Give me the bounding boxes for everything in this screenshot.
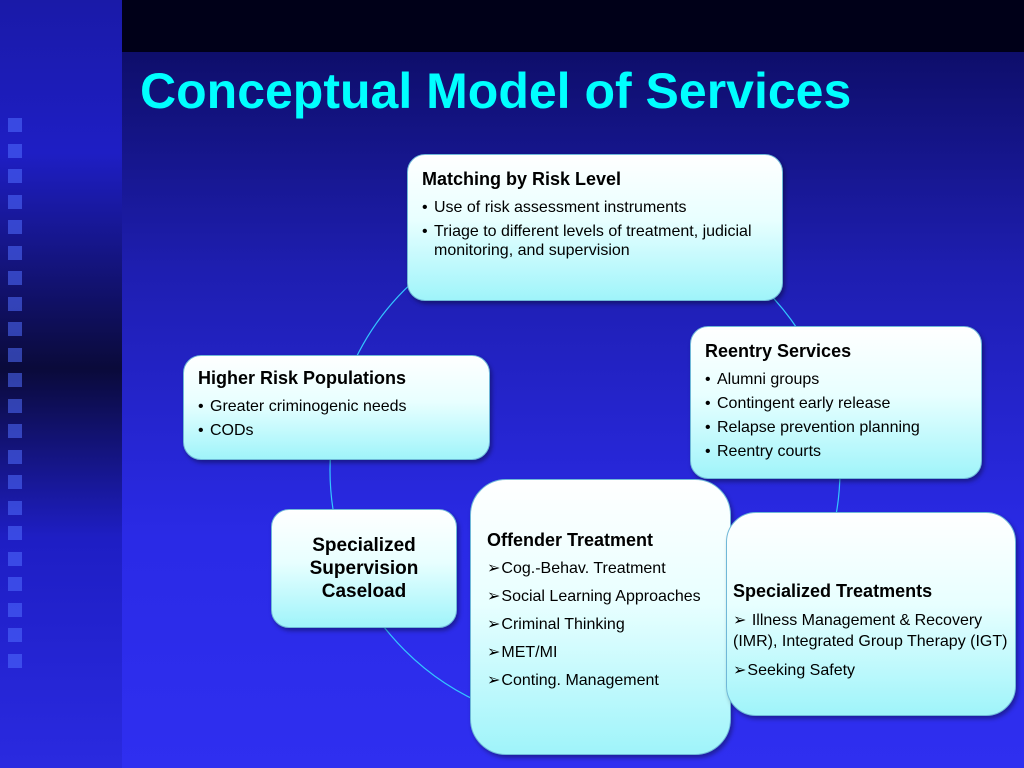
list-item: ➢Conting. Management	[487, 672, 659, 689]
arrow-bullet-icon: ➢	[487, 616, 501, 633]
box-heading: Reentry Services	[705, 341, 852, 361]
box-heading: Offender Treatment	[487, 530, 654, 550]
box-offender-treatment: Offender Treatment ➢Cog.-Behav. Treatmen…	[470, 479, 731, 755]
box-specialized-treatments: Specialized Treatments ➢ Illness Managem…	[726, 512, 1016, 716]
arrow-bullet-icon: ➢	[487, 672, 501, 689]
arrow-bullet-icon: ➢	[733, 662, 747, 679]
list-item: ➢Cog.-Behav. Treatment	[487, 560, 666, 577]
slide-title: Conceptual Model of Services	[140, 63, 852, 119]
list-item: Reentry courts	[705, 442, 967, 461]
arrow-bullet-icon: ➢	[487, 644, 501, 661]
left-decorative-strip	[0, 0, 122, 768]
list-item: CODs	[198, 421, 475, 440]
decorative-squares	[8, 118, 26, 679]
box-heading: Specialized Treatments	[733, 581, 933, 601]
arrow-bullet-icon: ➢	[733, 612, 747, 629]
box-heading: Matching by Risk Level	[422, 169, 622, 189]
arrow-bullet-icon: ➢	[487, 560, 501, 577]
box-heading: Higher Risk Populations	[198, 368, 407, 388]
list-item: ➢Criminal Thinking	[487, 616, 625, 633]
list-item: Use of risk assessment instruments	[422, 198, 768, 217]
list-item: Alumni groups	[705, 370, 967, 389]
list-item: Greater criminogenic needs	[198, 397, 475, 416]
list-item: ➢MET/MI	[487, 644, 558, 661]
list-item: ➢Social Learning Approaches	[487, 588, 701, 605]
list-item: Relapse prevention planning	[705, 418, 967, 437]
box-heading: Specialized Supervision Caseload	[309, 535, 419, 602]
box-higher-risk-populations: Higher Risk Populations Greater criminog…	[183, 355, 490, 460]
box-specialized-supervision-caseload: Specialized Supervision Caseload	[271, 509, 457, 628]
arrow-bullet-icon: ➢	[487, 588, 501, 605]
list-item: Triage to different levels of treatment,…	[422, 222, 768, 260]
list-item: ➢Seeking Safety	[733, 662, 856, 679]
list-item: Contingent early release	[705, 394, 967, 413]
box-reentry-services: Reentry Services Alumni groups Contingen…	[690, 326, 982, 479]
list-item: ➢ Illness Management & Recovery (IMR), I…	[733, 612, 1008, 650]
top-bar	[122, 0, 1024, 52]
box-matching-by-risk-level: Matching by Risk Level Use of risk asses…	[407, 154, 783, 301]
